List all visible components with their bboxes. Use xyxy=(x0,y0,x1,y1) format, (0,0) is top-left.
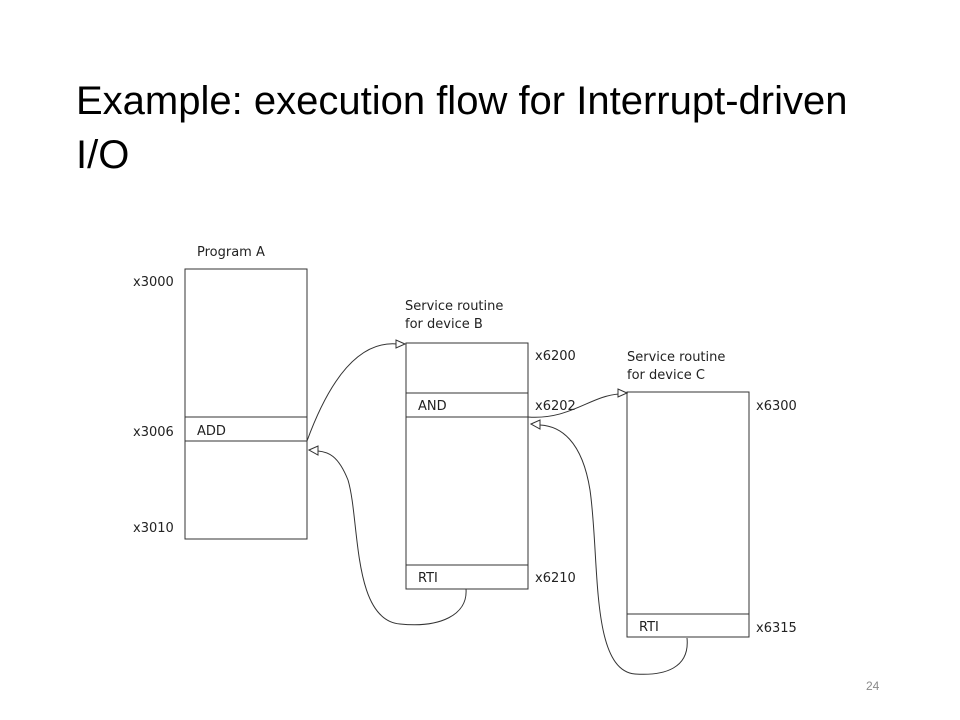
routine-b-title-line2: for device B xyxy=(405,317,483,332)
flow-rti-b-to-a-arrowhead xyxy=(307,445,319,456)
flow-rti-c-to-b-arrowhead xyxy=(529,419,541,430)
routine-c-rti-instruction: RTI xyxy=(639,620,659,635)
program-a-add-instruction: ADD xyxy=(197,424,226,439)
routine-c-box xyxy=(626,391,750,638)
routine-b-rti-instruction: RTI xyxy=(418,571,438,586)
flow-interrupt-to-b-arrowhead xyxy=(395,339,407,349)
address-x6202: x6202 xyxy=(535,399,576,414)
routine-b-title-line1: Service routine xyxy=(405,299,503,314)
address-x3006: x3006 xyxy=(133,425,174,440)
address-x3010: x3010 xyxy=(133,521,174,536)
program-a-box xyxy=(184,268,308,540)
address-x6300: x6300 xyxy=(756,399,797,414)
page-number: 24 xyxy=(866,679,880,693)
slide-title: Example: execution flow for Interrupt-dr… xyxy=(76,79,848,177)
flow-interrupt-to-c-arrowhead xyxy=(617,388,629,398)
routine-c-title-line2: for device C xyxy=(627,368,705,383)
flow-rti-c-to-b xyxy=(539,424,688,675)
address-x6200: x6200 xyxy=(535,349,576,364)
address-x6210: x6210 xyxy=(535,571,576,586)
routine-c-title-line1: Service routine xyxy=(627,350,725,365)
flow-interrupt-to-b xyxy=(306,343,398,442)
address-x3000: x3000 xyxy=(133,275,174,290)
routine-b-and-instruction: AND xyxy=(418,399,447,414)
routine-b-box xyxy=(405,342,529,590)
address-x6315: x6315 xyxy=(756,621,797,636)
program-a-title: Program A xyxy=(197,245,265,260)
flow-rti-b-to-a xyxy=(317,450,467,626)
flow-interrupt-to-c xyxy=(527,393,620,418)
